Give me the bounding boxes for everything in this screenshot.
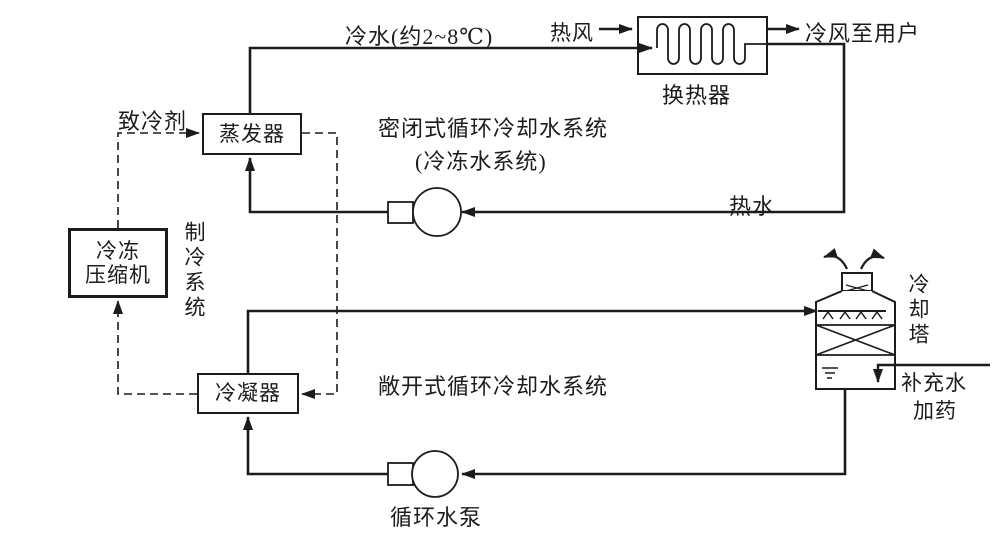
evaporator-box: 蒸发器 [202,113,302,155]
chilled-water-pump-symbol [387,187,462,237]
condenser-box: 冷凝器 [197,373,299,414]
compressor-label-line1: 冷冻 [96,238,140,263]
cold-wind-to-user-label: 冷风至用户 [805,21,921,46]
dosing-label: 加药 [913,399,957,423]
closed-system-label-line1: 密闭式循环冷却水系统 [378,116,609,141]
cooling-tower-label: 冷却塔 [906,273,930,348]
circulating-pump-symbol [387,450,459,498]
refrigerant-condenser-to-compressor-line [113,300,197,395]
tower-exhaust-left-arrow [823,248,848,270]
cold-water-supply-line [248,43,653,114]
heat-exchanger-coil [656,23,767,65]
tower-exhaust-right-arrow [860,248,885,270]
tower-spray-nozzles [822,310,883,320]
pump-to-condenser-line [243,416,388,476]
refrigerant-compressor-to-evaporator-line [117,128,200,228]
refrigerant-evaporator-to-condenser-line [301,132,338,399]
hot-water-label: 热水 [729,194,776,219]
evaporator-label: 蒸发器 [219,121,285,146]
open-system-label: 敞开式循环冷却水系统 [378,374,609,399]
tower-fill-section [815,324,896,356]
condenser-to-tower-line [246,306,818,373]
refrigeration-system-label: 制冷系统 [182,221,206,321]
closed-system-label-line2: (冷冻水系统) [415,149,547,174]
hot-wind-label: 热风 [550,21,594,45]
heat-exchanger-label: 换热器 [662,83,732,108]
tower-outlet-line [461,389,847,479]
cold-water-label: 冷水(约2~8℃) [345,24,494,49]
compressor-box: 冷冻 压缩机 [68,228,168,298]
circulating-pump-label: 循环水泵 [390,505,483,530]
refrigerant-label: 致冷剂 [118,109,188,134]
tower-water-level-icon [822,367,838,379]
compressor-label-line2: 压缩机 [85,263,151,287]
condenser-label: 冷凝器 [215,381,281,406]
cooling-tower-symbol [815,248,896,390]
hot-water-return-line [461,42,846,217]
makeup-water-label: 补充水 [901,371,967,395]
pump-to-evaporator-line [245,157,388,214]
tower-fan-icon [845,284,869,292]
makeup-water-line [873,363,990,383]
